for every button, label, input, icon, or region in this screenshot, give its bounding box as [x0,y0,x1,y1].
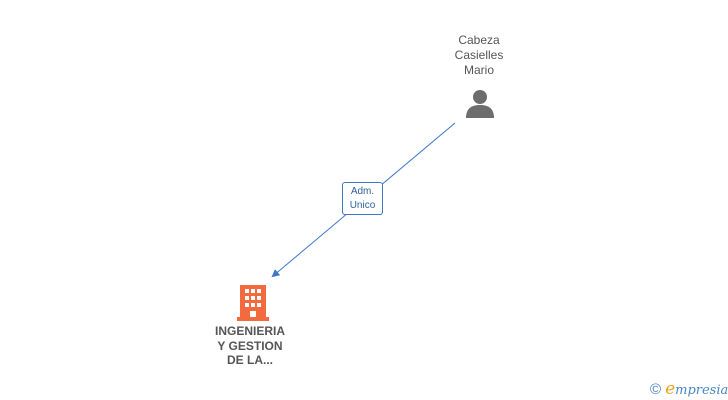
company-name-line: INGENIERIA [214,324,285,338]
brand-rest: mpresia [675,383,728,398]
person-icon[interactable] [464,88,496,118]
role-line: Unico [349,200,376,211]
company-name[interactable]: INGENIERIA Y GESTION DE LA... [200,324,300,368]
copyright-icon: © [650,380,662,398]
role-line: Adm. [350,186,375,197]
person-name-line: Casielles [454,48,504,62]
building-icon[interactable] [237,285,269,321]
company-name-line: DE LA... [226,353,273,367]
company-name-line: Y GESTION [217,338,283,353]
person-name-line: Cabeza [458,33,500,47]
person-name-line: Mario [463,63,494,77]
brand-logo: empresia [665,379,728,399]
brand-initial: e [665,379,676,399]
role-badge[interactable]: Adm. Unico [342,182,383,215]
empresia-watermark: © empresia [650,379,728,399]
person-name[interactable]: Cabeza Casielles Mario [430,33,528,78]
